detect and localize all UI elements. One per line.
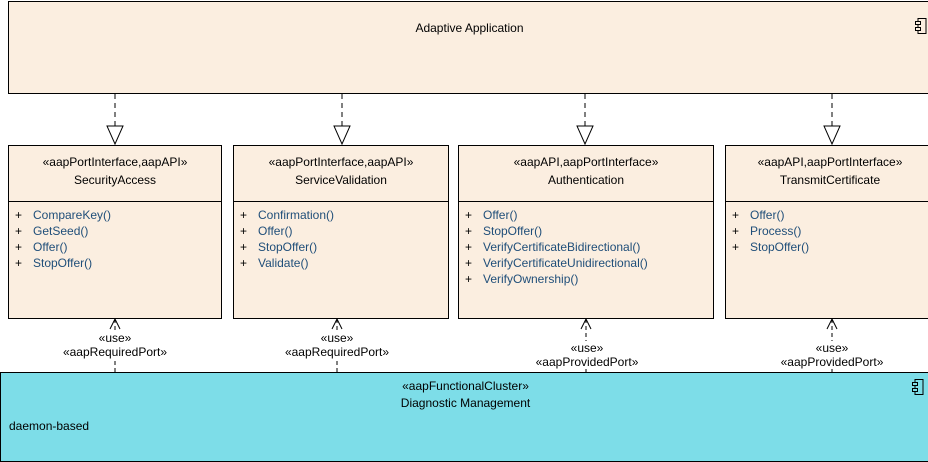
operation-item: +GetSeed(): [15, 224, 89, 238]
operation-item: +VerifyOwnership(): [465, 272, 579, 286]
operation-item: +VerifyCertificateBidirectional(): [465, 240, 641, 254]
interface-stereotype: «aapPortInterface,aapAPI»: [268, 155, 414, 169]
component-icon: [912, 379, 924, 395]
operation-item: +Offer(): [240, 224, 293, 238]
interface-header: «aapAPI,aapPortInterface» Authentication: [459, 146, 713, 202]
component-title: Adaptive Application: [415, 21, 524, 35]
operation-item: +Offer(): [15, 240, 68, 254]
operation-list: +Offer() +Process() +StopOffer(): [726, 202, 928, 255]
adaptive-application-component[interactable]: Adaptive Application: [8, 1, 928, 94]
interface-stereotype: «aapAPI,aapPortInterface»: [757, 155, 903, 169]
operation-item: +Offer(): [732, 208, 785, 222]
realization-arrowhead: [576, 125, 594, 146]
operation-item: +StopOffer(): [465, 224, 543, 238]
interface-name: ServiceValidation: [295, 173, 387, 187]
operation-list: +Confirmation() +Offer() +StopOffer() +V…: [234, 202, 448, 271]
realization-arrowhead: [823, 125, 841, 146]
interface-servicevalidation[interactable]: «aapPortInterface,aapAPI» ServiceValidat…: [233, 145, 449, 319]
use-stereotype: «use»: [570, 341, 604, 355]
use-label-securityaccess: «use» «aapRequiredPort»: [54, 331, 176, 359]
component-title: Diagnostic Management: [400, 396, 531, 410]
interface-securityaccess[interactable]: «aapPortInterface,aapAPI» SecurityAccess…: [8, 145, 222, 319]
operation-item: +VerifyCertificateUnidirectional(): [465, 256, 648, 270]
operation-item: +StopOffer(): [15, 256, 93, 270]
use-arrowhead: [109, 317, 121, 330]
use-label-transmitcertificate: «use» «aapProvidedPort»: [767, 341, 897, 369]
port-stereotype: «aapProvidedPort»: [780, 355, 884, 369]
interface-stereotype: «aapAPI,aapPortInterface»: [513, 155, 659, 169]
diagnostic-management-component[interactable]: «aapFunctionalCluster» Diagnostic Manage…: [0, 372, 928, 462]
interface-name: Authentication: [547, 173, 625, 187]
interface-header: «aapPortInterface,aapAPI» SecurityAccess: [9, 146, 221, 202]
operation-item: +Confirmation(): [240, 208, 335, 222]
use-stereotype: «use»: [320, 331, 354, 345]
operation-list: +Offer() +StopOffer() +VerifyCertificate…: [459, 202, 713, 287]
port-stereotype: «aapRequiredPort»: [62, 345, 168, 359]
realization-arrowhead: [106, 125, 124, 146]
interface-header: «aapPortInterface,aapAPI» ServiceValidat…: [234, 146, 448, 202]
operation-item: +Offer(): [465, 208, 518, 222]
operation-item: +StopOffer(): [732, 240, 810, 254]
operation-item: +CompareKey(): [15, 208, 112, 222]
use-arrowhead: [331, 317, 343, 330]
use-label-authentication: «use» «aapProvidedPort»: [522, 341, 652, 369]
use-arrowhead: [826, 317, 838, 330]
interface-transmitcertificate[interactable]: «aapAPI,aapPortInterface» TransmitCertif…: [725, 145, 928, 319]
port-stereotype: «aapProvidedPort»: [535, 355, 639, 369]
operation-item: +StopOffer(): [240, 240, 318, 254]
interface-header: «aapAPI,aapPortInterface» TransmitCertif…: [726, 146, 928, 202]
port-stereotype: «aapRequiredPort»: [284, 345, 390, 359]
component-note: daemon-based: [9, 419, 90, 433]
use-stereotype: «use»: [815, 341, 849, 355]
interface-name: TransmitCertificate: [779, 173, 881, 187]
interface-name: SecurityAccess: [73, 173, 157, 187]
component-icon: [915, 18, 927, 34]
operation-list: +CompareKey() +GetSeed() +Offer() +StopO…: [9, 202, 221, 271]
component-stereotype: «aapFunctionalCluster»: [402, 379, 529, 393]
realization-arrowhead: [333, 125, 351, 146]
interface-authentication[interactable]: «aapAPI,aapPortInterface» Authentication…: [458, 145, 714, 319]
use-stereotype: «use»: [98, 331, 132, 345]
operation-item: +Validate(): [240, 256, 309, 270]
interface-stereotype: «aapPortInterface,aapAPI»: [42, 155, 188, 169]
operation-item: +Process(): [732, 224, 802, 238]
use-arrowhead: [580, 317, 592, 330]
component-header: «aapFunctionalCluster» Diagnostic Manage…: [1, 378, 928, 412]
use-label-servicevalidation: «use» «aapRequiredPort»: [272, 331, 402, 359]
